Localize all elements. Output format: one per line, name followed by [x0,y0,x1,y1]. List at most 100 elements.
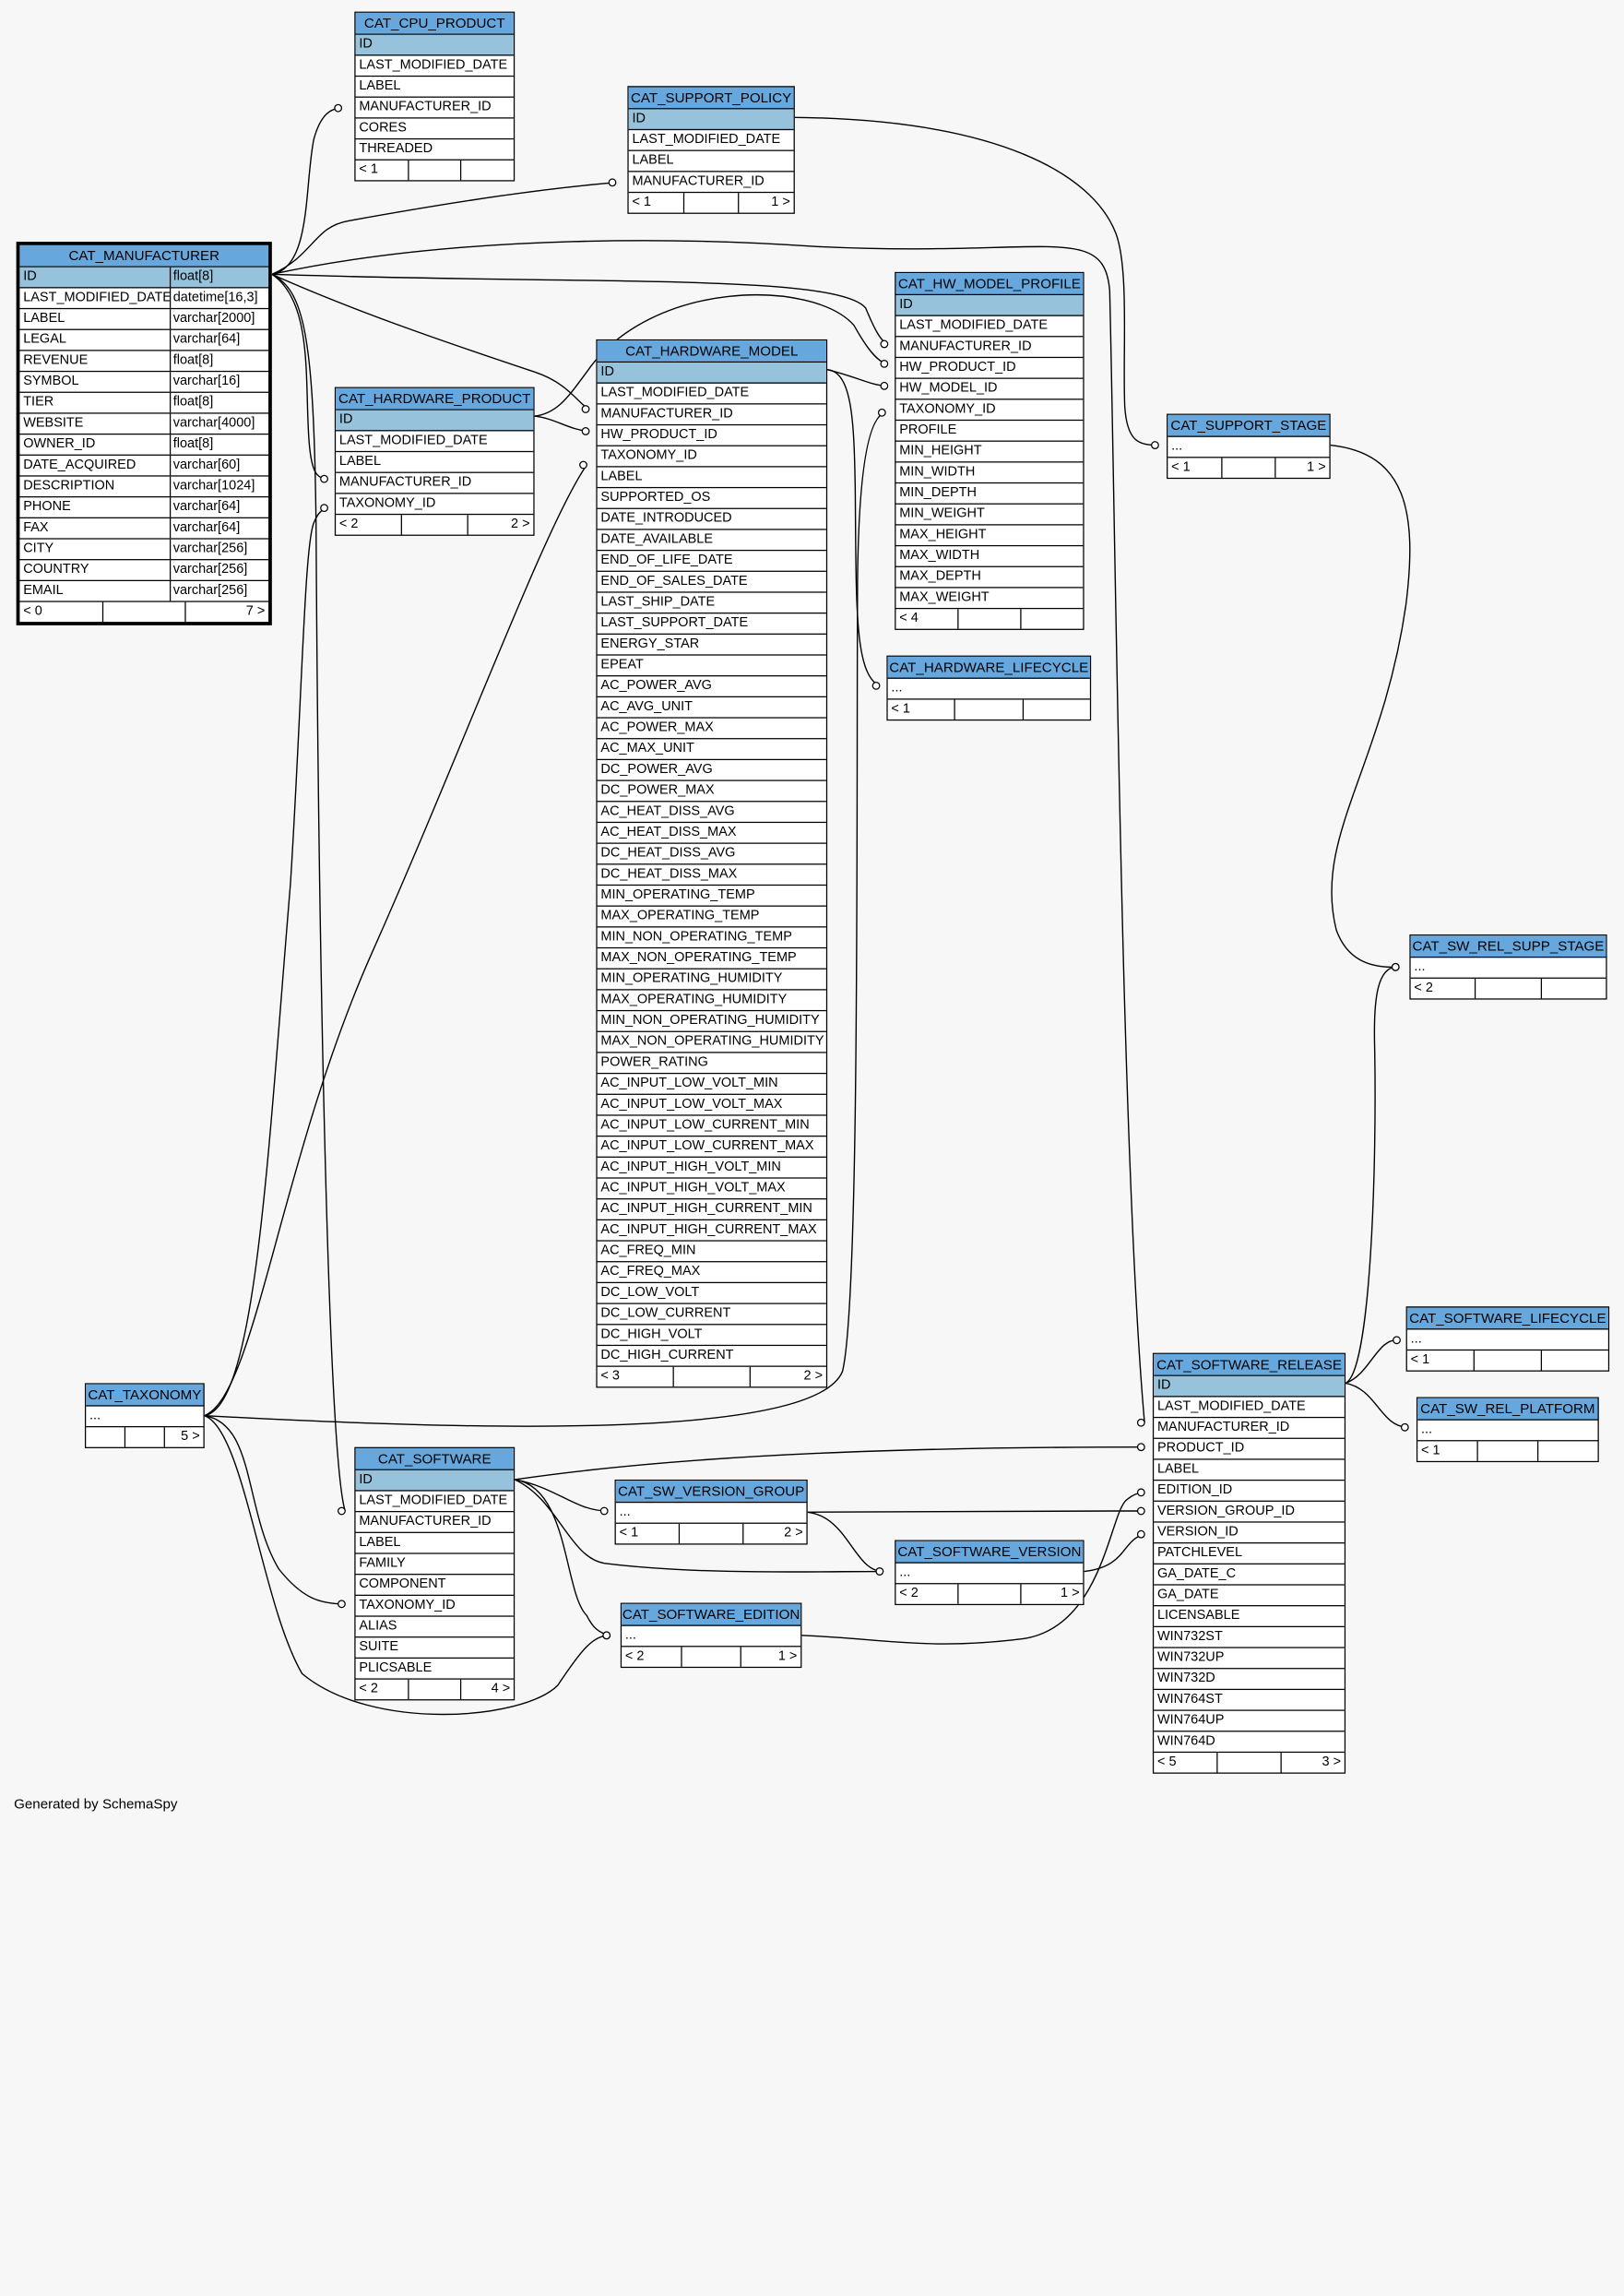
parents-count[interactable]: < 1 [1420,1443,1440,1458]
collapsed-columns-row[interactable]: ... [622,1626,801,1648]
column-row[interactable]: LAST_SUPPORT_DATE [597,613,826,635]
column-row[interactable]: AC_INPUT_HIGH_VOLT_MIN [597,1158,826,1179]
collapsed-columns-row[interactable]: ... [1168,437,1330,458]
table-cat-sw-rel-platform[interactable]: CAT_SW_REL_PLATFORM...< 1 [1416,1397,1599,1463]
table-title[interactable]: CAT_CPU_PRODUCT [355,12,514,35]
parents-count[interactable]: < 1 [1410,1352,1430,1367]
column-row[interactable]: HW_PRODUCT_ID [597,425,826,446]
children-count[interactable]: 2 > [742,1523,806,1544]
column-row[interactable]: SUPPORTED_OS [597,488,826,509]
column-row[interactable]: LAST_MODIFIED_DATE [895,316,1084,338]
column-row[interactable]: DC_LOW_VOLT [597,1283,826,1304]
column-row[interactable]: ALIAS [355,1617,514,1638]
spacer[interactable] [407,1679,461,1700]
column-row[interactable]: VERSION_ID [1154,1523,1345,1544]
table-title[interactable]: CAT_SW_VERSION_GROUP [615,1481,807,1504]
column-row[interactable]: LABEL [355,1533,514,1554]
table-cat-software-lifecycle[interactable]: CAT_SOFTWARE_LIFECYCLE...< 1 [1405,1306,1610,1372]
column-row[interactable]: ID [355,1469,514,1492]
column-row[interactable]: AC_AVG_UNIT [597,697,826,719]
spacer[interactable] [124,1427,164,1447]
column-row[interactable]: LABEL [336,452,534,473]
column-row[interactable]: EDITION_ID [1154,1481,1345,1502]
column-row[interactable]: DATE_INTRODUCED [597,509,826,530]
column-row[interactable]: MAX_WEIGHT [895,589,1084,610]
column-row[interactable]: ENERGY_STAR [597,635,826,656]
collapsed-columns-row[interactable]: ... [86,1407,204,1428]
spacer[interactable] [682,193,738,213]
column-row[interactable]: LAST_SHIP_DATE [597,593,826,614]
column-row[interactable]: MAX_OPERATING_TEMP [597,907,826,928]
parents-count[interactable] [86,1427,124,1446]
children-count[interactable]: 1 > [738,193,794,213]
column-row[interactable]: ID [1154,1375,1345,1398]
column-row[interactable]: VERSION_GROUP_ID [1154,1502,1345,1523]
column-row[interactable]: DC_HEAT_DISS_MAX [597,864,826,886]
children-count[interactable]: 3 > [1280,1753,1345,1773]
table-cat-sw-rel-supp-stage[interactable]: CAT_SW_REL_SUPP_STAGE...< 2 [1409,934,1607,1000]
children-count[interactable] [1536,1441,1598,1461]
column-row[interactable]: LABEL [628,151,794,172]
column-row[interactable]: AC_FREQ_MAX [597,1262,826,1284]
parents-count[interactable]: < 2 [899,1586,919,1601]
parents-count[interactable]: < 0 [23,604,42,619]
parents-count[interactable]: < 1 [359,162,378,177]
table-title[interactable]: CAT_SW_REL_SUPP_STAGE [1410,935,1606,958]
column-row[interactable]: WIN732ST [1154,1627,1345,1648]
children-count[interactable]: 1 > [741,1647,800,1667]
table-cat-taxonomy[interactable]: CAT_TAXONOMY...5 > [84,1383,205,1448]
children-count[interactable]: 1 > [1020,1584,1083,1604]
spacer[interactable] [1220,458,1275,478]
column-row[interactable]: HW_MODEL_ID [895,379,1084,400]
collapsed-columns-row[interactable]: ... [1417,1421,1598,1442]
parents-count[interactable]: < 1 [1171,459,1191,475]
spacer[interactable] [400,515,468,535]
parents-count[interactable]: < 2 [359,1682,378,1696]
parents-count[interactable]: < 3 [600,1369,620,1384]
column-row[interactable]: MIN_NON_OPERATING_TEMP [597,927,826,949]
column-row[interactable]: AC_INPUT_HIGH_CURRENT_MIN [597,1199,826,1220]
table-title[interactable]: CAT_SUPPORT_STAGE [1168,414,1330,437]
table-cat-hardware-lifecycle[interactable]: CAT_HARDWARE_LIFECYCLE...< 1 [886,655,1092,721]
column-row[interactable]: AC_HEAT_DISS_MAX [597,823,826,844]
parents-count[interactable]: < 1 [891,702,910,717]
table-title[interactable]: CAT_HARDWARE_MODEL [597,340,826,363]
spacer[interactable] [957,1584,1020,1604]
table-title[interactable]: CAT_SOFTWARE_EDITION [622,1603,801,1626]
column-row[interactable]: END_OF_SALES_DATE [597,572,826,593]
column-row[interactable]: AC_INPUT_LOW_CURRENT_MAX [597,1136,826,1158]
column-row[interactable]: AC_INPUT_LOW_CURRENT_MIN [597,1116,826,1137]
column-row[interactable]: TAXONOMY_ID [336,494,534,516]
column-row[interactable]: ID [628,109,794,131]
table-title[interactable]: CAT_SOFTWARE [355,1447,514,1470]
collapsed-columns-row[interactable]: ... [1406,1329,1608,1351]
parents-count[interactable]: < 2 [1414,981,1433,995]
spacer[interactable] [678,1523,742,1544]
table-title[interactable]: CAT_SUPPORT_POLICY [628,87,794,110]
collapsed-columns-row[interactable]: ... [895,1564,1084,1585]
column-row[interactable]: LAST_MODIFIED_DATE [597,384,826,405]
table-title[interactable]: CAT_SOFTWARE_RELEASE [1154,1353,1345,1376]
column-row[interactable]: MIN_OPERATING_TEMP [597,886,826,907]
children-count[interactable]: 2 > [467,515,534,535]
column-row[interactable]: PATCHLEVEL [1154,1543,1345,1564]
children-count[interactable]: 7 > [184,601,268,623]
spacer[interactable] [1475,978,1540,999]
column-row[interactable]: PROFILE [895,421,1084,442]
table-title[interactable]: CAT_HW_MODEL_PROFILE [895,273,1084,296]
column-row[interactable]: WIN764D [1154,1731,1345,1754]
